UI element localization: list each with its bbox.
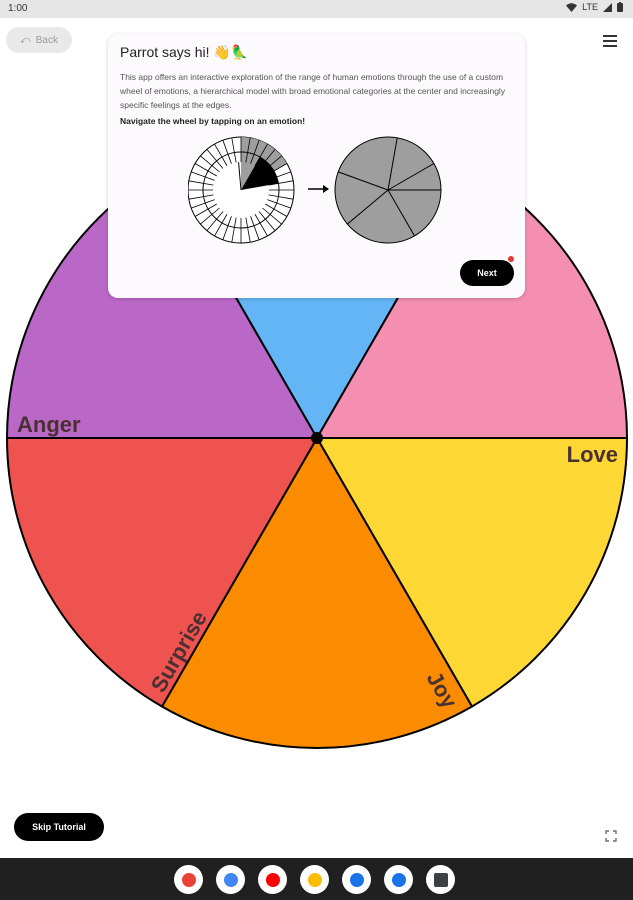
notification-dot bbox=[508, 256, 514, 262]
network-type: LTE bbox=[582, 2, 598, 12]
back-button-label: Back bbox=[35, 34, 58, 46]
next-button[interactable]: Next bbox=[460, 260, 514, 286]
phone-icon[interactable] bbox=[384, 865, 413, 894]
battery-icon bbox=[617, 2, 623, 12]
signal-icon bbox=[603, 2, 612, 12]
messages-icon[interactable] bbox=[342, 865, 371, 894]
gmail-icon[interactable] bbox=[174, 865, 203, 894]
tutorial-description: This app offers an interactive explorati… bbox=[120, 72, 506, 110]
fullscreen-icon[interactable] bbox=[605, 830, 617, 842]
app-drawer-icon[interactable] bbox=[426, 865, 455, 894]
right-arrow-icon bbox=[308, 185, 329, 193]
simple-wheel-illustration bbox=[334, 136, 442, 244]
chrome-icon[interactable] bbox=[216, 865, 245, 894]
wheel-segment-surprise[interactable] bbox=[160, 435, 474, 749]
skip-tutorial-button[interactable]: Skip Tutorial bbox=[14, 813, 104, 841]
navigation-bar bbox=[0, 858, 633, 900]
wheel-center-dot bbox=[311, 432, 323, 444]
hamburger-menu-icon[interactable] bbox=[603, 35, 617, 47]
wifi-icon bbox=[566, 2, 578, 12]
detailed-wheel-illustration bbox=[188, 136, 295, 244]
app-dock bbox=[174, 865, 455, 894]
wheel-segment-anger[interactable] bbox=[5, 437, 319, 708]
tutorial-card: Parrot says hi! 👋🦜 This app offers an in… bbox=[108, 34, 525, 298]
wheel-segment-joy[interactable] bbox=[315, 437, 629, 708]
wheel-label-anger: Anger bbox=[17, 412, 81, 437]
back-button[interactable]: ⤺ Back bbox=[6, 27, 72, 53]
tutorial-title: Parrot says hi! 👋🦜 bbox=[120, 44, 249, 60]
wheel-label-love: Love bbox=[567, 442, 618, 467]
photos-icon[interactable] bbox=[300, 865, 329, 894]
wheel-illustration bbox=[188, 136, 442, 244]
tutorial-hint: Navigate the wheel by tapping on an emot… bbox=[120, 116, 306, 126]
status-bar: 1:00 LTE bbox=[0, 0, 633, 18]
status-time: 1:00 bbox=[8, 3, 28, 14]
youtube-icon[interactable] bbox=[258, 865, 287, 894]
back-arrow-icon: ⤺ bbox=[20, 34, 31, 46]
